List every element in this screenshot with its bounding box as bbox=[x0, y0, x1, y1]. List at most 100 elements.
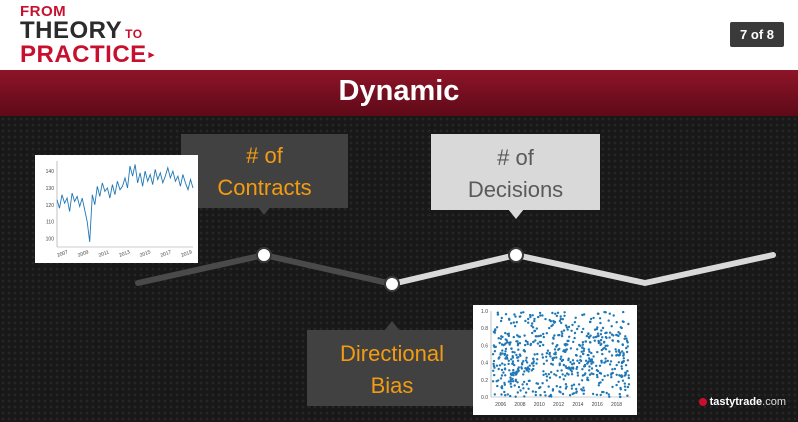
scatter-point bbox=[565, 385, 568, 388]
scatter-point bbox=[556, 343, 559, 347]
scatter-point bbox=[622, 352, 625, 355]
scatter-point bbox=[623, 337, 626, 340]
scatter-point bbox=[541, 356, 545, 359]
scatter-point bbox=[590, 358, 594, 361]
scatter-point bbox=[620, 367, 624, 370]
scatter-point bbox=[544, 394, 547, 397]
scatter-point bbox=[523, 343, 527, 347]
scatter-point bbox=[581, 346, 584, 349]
scatter-point bbox=[610, 325, 613, 328]
scatter-point bbox=[606, 374, 609, 377]
scatter-point bbox=[545, 379, 549, 382]
scatter-point bbox=[614, 348, 617, 351]
scatter-point bbox=[497, 367, 500, 371]
scatter-point bbox=[613, 367, 617, 371]
scatter-point bbox=[587, 378, 590, 382]
scatter-point bbox=[535, 382, 538, 385]
scatter-point bbox=[510, 358, 513, 361]
scatter-point bbox=[493, 331, 496, 334]
scatter-point bbox=[582, 327, 585, 331]
scatter-point bbox=[580, 350, 583, 353]
scatter-point bbox=[595, 393, 599, 396]
scatter-point bbox=[536, 342, 540, 345]
scatter-point bbox=[577, 383, 581, 386]
scatter-point bbox=[514, 395, 517, 398]
scatter-point bbox=[532, 340, 535, 344]
scatter-point bbox=[622, 357, 625, 360]
scatter-point bbox=[530, 324, 533, 327]
scatter-point bbox=[570, 387, 574, 390]
scatter-point bbox=[620, 361, 624, 365]
timeline-segment-light bbox=[389, 252, 776, 287]
scatter-point bbox=[598, 317, 602, 320]
scatter-point bbox=[589, 317, 593, 321]
scatter-point bbox=[600, 329, 603, 332]
scatter-point bbox=[532, 364, 535, 367]
scatter-point bbox=[495, 326, 499, 329]
bias-callout-line1: Directional bbox=[340, 341, 444, 366]
scatter-point bbox=[586, 353, 589, 357]
scatter-point bbox=[617, 380, 620, 383]
scatter-point bbox=[565, 326, 569, 329]
scatter-point bbox=[555, 374, 558, 377]
scatter-point bbox=[545, 332, 548, 335]
scatter-point bbox=[582, 392, 585, 395]
scatter-point bbox=[624, 371, 627, 374]
scatter-point bbox=[606, 344, 609, 347]
scatter-point bbox=[532, 361, 535, 365]
scatter-point bbox=[549, 355, 552, 358]
scatter-point bbox=[588, 336, 591, 339]
scatter-point bbox=[511, 377, 514, 381]
scatter-point bbox=[515, 372, 518, 375]
scatter-point bbox=[506, 341, 509, 344]
scatter-point bbox=[598, 381, 601, 385]
scatter-point bbox=[551, 389, 555, 392]
scatter-point bbox=[514, 315, 517, 318]
scatter-point bbox=[597, 384, 600, 387]
scatter-y-tick: 0.8 bbox=[481, 326, 488, 332]
scatter-point bbox=[493, 373, 496, 377]
scatter-point bbox=[622, 310, 625, 314]
scatter-point bbox=[523, 370, 526, 373]
scatter-point bbox=[606, 359, 609, 363]
scatter-point bbox=[564, 387, 568, 390]
scatter-point bbox=[583, 313, 586, 316]
slide-title: Dynamic bbox=[338, 75, 460, 107]
scatter-point bbox=[531, 322, 534, 325]
scatter-point bbox=[548, 326, 551, 330]
scatter-point bbox=[492, 344, 496, 347]
decisions-callout: # of Decisions bbox=[431, 134, 600, 210]
scatter-point bbox=[556, 369, 559, 372]
scatter-point bbox=[615, 363, 618, 367]
scatter-point bbox=[590, 367, 594, 370]
scatter-point bbox=[571, 366, 575, 369]
scatter-point bbox=[601, 378, 604, 382]
scatter-point bbox=[514, 379, 517, 383]
scatter-point bbox=[599, 338, 603, 342]
scatter-point bbox=[609, 360, 613, 363]
scatter-point bbox=[503, 367, 507, 370]
scatter-point bbox=[592, 361, 595, 364]
scatter-point bbox=[504, 313, 508, 316]
timeline-node-contracts bbox=[256, 247, 272, 263]
scatter-point bbox=[596, 375, 599, 379]
scatter-point bbox=[522, 349, 525, 352]
scatter-point bbox=[571, 323, 574, 327]
scatter-point bbox=[542, 343, 545, 347]
scatter-point bbox=[542, 332, 545, 336]
scatter-point bbox=[499, 337, 503, 340]
scatter-point bbox=[612, 334, 615, 337]
scatter-x-tick: 2012 bbox=[553, 402, 564, 408]
scatter-point bbox=[557, 334, 560, 337]
scatter-point bbox=[569, 361, 572, 364]
scatter-point bbox=[584, 359, 588, 362]
scatter-point bbox=[615, 350, 618, 353]
scatter-point bbox=[576, 327, 579, 331]
scatter-point bbox=[559, 357, 562, 361]
scatter-point bbox=[542, 362, 546, 365]
scatter-point bbox=[591, 392, 595, 396]
line-chart-x-tick: 2015 bbox=[139, 249, 152, 259]
scatter-point bbox=[516, 391, 519, 394]
